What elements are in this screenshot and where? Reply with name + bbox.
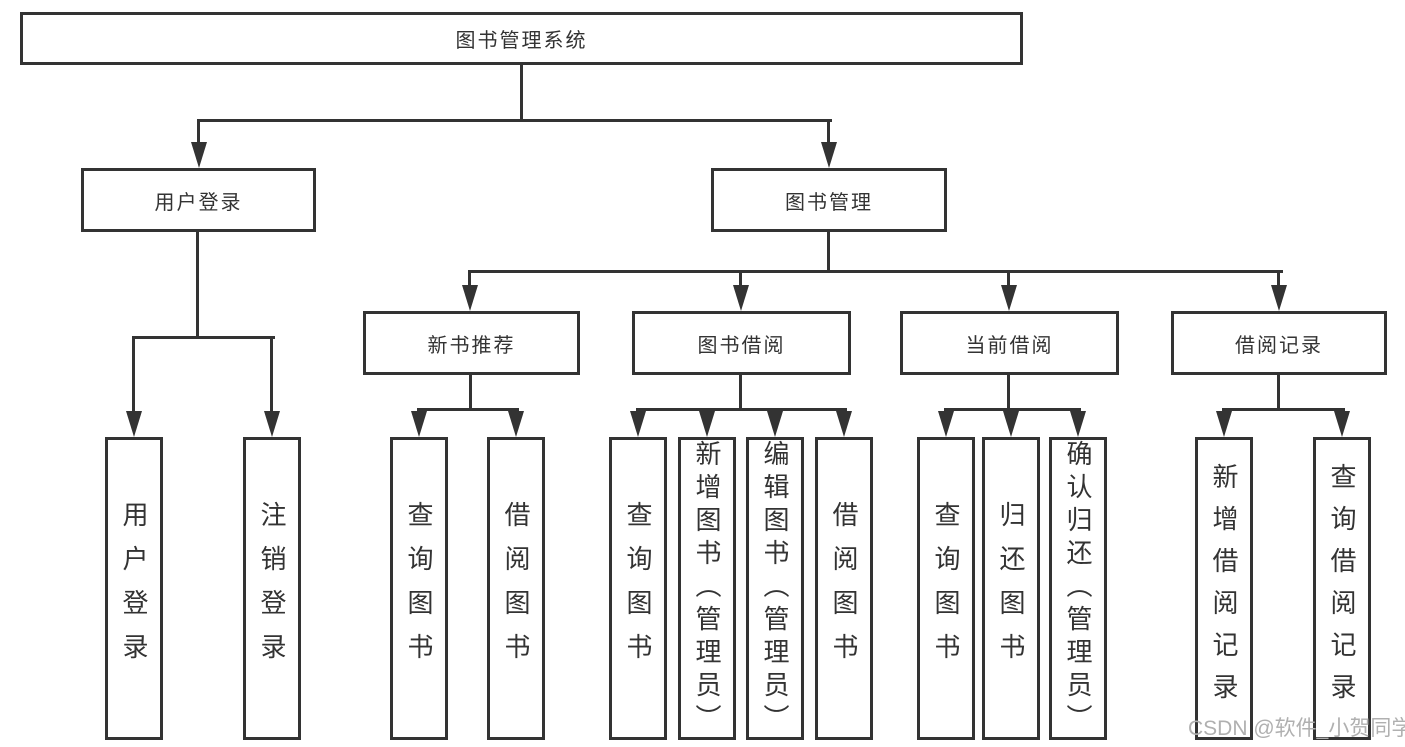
arrow-down-icon bbox=[508, 411, 524, 437]
leaf-records-add-borrow-record: 新增借阅记录 bbox=[1195, 437, 1253, 740]
node-label: 查询借阅记录 bbox=[1327, 462, 1357, 715]
connector-line bbox=[196, 232, 199, 339]
connector-line bbox=[468, 270, 471, 289]
leaf-borrow-add-books-admin: 新增图书（管理员） bbox=[678, 437, 736, 740]
connector-line bbox=[270, 336, 273, 415]
leaf-recommend-borrow-books: 借阅图书 bbox=[487, 437, 545, 740]
node-label: 查询图书 bbox=[623, 500, 653, 677]
connector-line bbox=[197, 119, 832, 122]
leaf-borrow-query-books: 查询图书 bbox=[609, 437, 667, 740]
arrow-down-icon bbox=[264, 411, 280, 437]
connector-line bbox=[636, 408, 847, 411]
node-label: 用户登录 bbox=[154, 191, 243, 214]
node-label: 编辑图书（管理员） bbox=[760, 440, 790, 737]
node-label: 查询图书 bbox=[404, 500, 434, 677]
connector-line bbox=[827, 119, 830, 146]
node-label: 用户登录 bbox=[119, 500, 149, 677]
node-label: 借阅记录 bbox=[1235, 334, 1323, 357]
arrow-down-icon bbox=[1334, 411, 1350, 437]
node-label: 归还图书 bbox=[996, 500, 1026, 677]
node-label: 新增图书（管理员） bbox=[692, 440, 722, 737]
node-label: 图书管理系统 bbox=[455, 30, 588, 52]
node-label: 确认归还（管理员） bbox=[1063, 440, 1093, 737]
arrow-down-icon bbox=[1216, 411, 1232, 437]
connector-line bbox=[1277, 375, 1280, 411]
leaf-user-logout: 注销登录 bbox=[243, 437, 301, 740]
connector-line bbox=[469, 375, 472, 411]
connector-line bbox=[468, 270, 1283, 273]
leaf-records-query-borrow-record: 查询借阅记录 bbox=[1313, 437, 1371, 740]
arrow-down-icon bbox=[767, 411, 783, 437]
connector-line bbox=[417, 408, 519, 411]
connector-line bbox=[827, 232, 830, 273]
arrow-down-icon bbox=[462, 285, 478, 311]
arrow-down-icon bbox=[836, 411, 852, 437]
node-label: 当前借阅 bbox=[965, 334, 1054, 357]
arrow-down-icon bbox=[733, 285, 749, 311]
connector-line bbox=[1277, 270, 1280, 289]
connector-line bbox=[739, 375, 742, 411]
leaf-borrow-borrow-books: 借阅图书 bbox=[815, 437, 873, 740]
arrow-down-icon bbox=[1003, 411, 1019, 437]
arrow-down-icon bbox=[1271, 285, 1287, 311]
node-new-book-recommend: 新书推荐 bbox=[363, 311, 580, 375]
node-book-borrow: 图书借阅 bbox=[632, 311, 851, 375]
connector-line bbox=[739, 270, 742, 289]
node-library-system: 图书管理系统 bbox=[20, 12, 1023, 65]
connector-line bbox=[1222, 408, 1345, 411]
arrow-down-icon bbox=[821, 142, 837, 168]
arrow-down-icon bbox=[630, 411, 646, 437]
node-label: 新增借阅记录 bbox=[1209, 462, 1239, 715]
leaf-current-query-books: 查询图书 bbox=[917, 437, 975, 740]
leaf-current-return-books: 归还图书 bbox=[982, 437, 1040, 740]
node-book-management: 图书管理 bbox=[711, 168, 947, 232]
node-label: 注销登录 bbox=[257, 500, 287, 677]
arrow-down-icon bbox=[1070, 411, 1086, 437]
node-label: 借阅图书 bbox=[829, 500, 859, 677]
connector-line bbox=[1007, 375, 1010, 411]
connector-line bbox=[1007, 270, 1010, 289]
node-current-borrow: 当前借阅 bbox=[900, 311, 1119, 375]
leaf-current-confirm-return-admin: 确认归还（管理员） bbox=[1049, 437, 1107, 740]
node-user-login: 用户登录 bbox=[81, 168, 316, 232]
arrow-down-icon bbox=[191, 142, 207, 168]
arrow-down-icon bbox=[126, 411, 142, 437]
leaf-recommend-query-books: 查询图书 bbox=[390, 437, 448, 740]
arrow-down-icon bbox=[699, 411, 715, 437]
connector-line bbox=[197, 119, 200, 146]
leaf-user-login: 用户登录 bbox=[105, 437, 163, 740]
connector-line bbox=[132, 336, 275, 339]
node-label: 查询图书 bbox=[931, 500, 961, 677]
connector-line bbox=[520, 65, 523, 121]
node-label: 借阅图书 bbox=[501, 500, 531, 677]
node-label: 图书借阅 bbox=[697, 334, 786, 357]
connector-line bbox=[132, 336, 135, 415]
csdn-watermark: CSDN @软件_小贺同学 bbox=[1188, 717, 1405, 740]
node-label: 新书推荐 bbox=[427, 334, 516, 357]
connector-line bbox=[944, 408, 1081, 411]
arrow-down-icon bbox=[411, 411, 427, 437]
node-label: 图书管理 bbox=[785, 191, 873, 214]
leaf-borrow-edit-books-admin: 编辑图书（管理员） bbox=[746, 437, 804, 740]
arrow-down-icon bbox=[1001, 285, 1017, 311]
arrow-down-icon bbox=[938, 411, 954, 437]
node-borrow-records: 借阅记录 bbox=[1171, 311, 1387, 375]
